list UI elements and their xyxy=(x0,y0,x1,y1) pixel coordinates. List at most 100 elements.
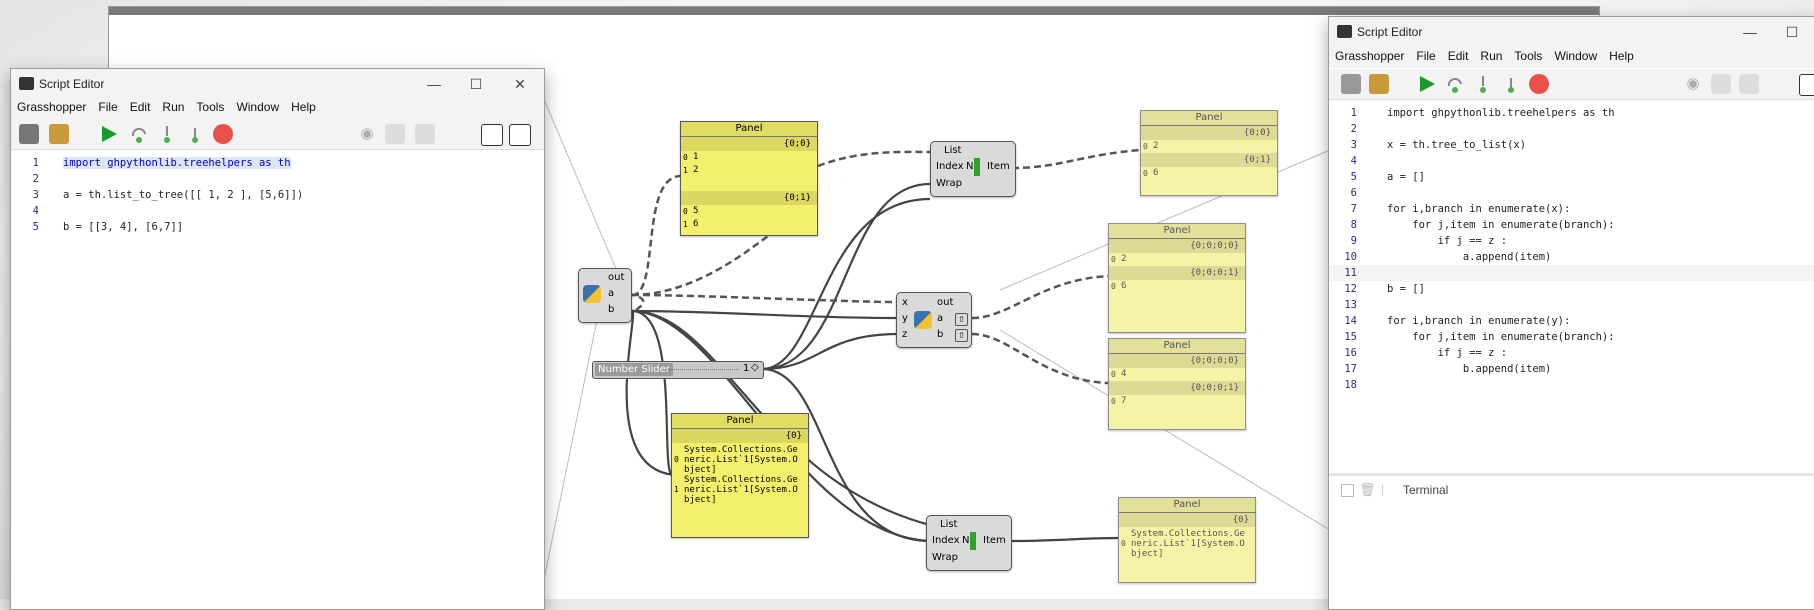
code-line: a = th.list_to_tree([[ 1, 2 ], [5,6]]) xyxy=(63,189,304,201)
code-editor[interactable]: 1 import ghpythonlib.treehelpers as th 2… xyxy=(1329,101,1814,473)
step-out-icon[interactable] xyxy=(1501,74,1521,94)
slider-track[interactable] xyxy=(669,369,739,370)
menu-grasshopper[interactable]: Grasshopper xyxy=(1335,49,1405,63)
python-component-1[interactable]: out a b xyxy=(578,268,632,323)
input-label: Index xyxy=(936,161,964,172)
panel-path: {0;0;0;1} xyxy=(1109,381,1245,395)
toggle-terminal-icon[interactable] xyxy=(509,124,531,146)
line-number: 5 xyxy=(32,221,39,233)
package-icon[interactable] xyxy=(1369,74,1389,94)
code-line: for j,item in enumerate(branch): xyxy=(1387,331,1615,343)
stop-icon[interactable] xyxy=(1529,74,1549,94)
menu-run[interactable]: Run xyxy=(162,100,185,114)
step-into-icon[interactable] xyxy=(1473,74,1493,94)
output-label: a xyxy=(937,313,944,324)
menu-grasshopper[interactable]: Grasshopper xyxy=(17,100,87,114)
panel-title: Panel xyxy=(1109,224,1245,239)
titlebar[interactable]: Script Editor — ☐ xyxy=(1329,17,1814,47)
trash-icon[interactable]: 🗑 xyxy=(1359,482,1376,497)
panel-item-value: System.Collections.Generic.List`1[System… xyxy=(684,445,798,475)
list-item-component-2[interactable]: List Index Wrap N Item xyxy=(926,515,1012,571)
line-number: 3 xyxy=(1350,139,1357,151)
titlebar[interactable]: Script Editor — ☐ ✕ xyxy=(11,69,544,99)
panel-title: Panel xyxy=(672,414,808,429)
menu-file[interactable]: File xyxy=(1416,49,1436,63)
maximize-icon[interactable]: ☐ xyxy=(1785,24,1799,40)
python-logo-icon xyxy=(583,285,601,303)
rhino-app-icon xyxy=(19,77,34,90)
breakpoints-icon[interactable] xyxy=(1711,74,1731,94)
stop-icon[interactable] xyxy=(213,124,233,144)
package-icon[interactable] xyxy=(49,124,69,144)
run-icon[interactable] xyxy=(99,124,119,144)
code-editor[interactable]: 1 import ghpythonlib.treehelpers as th 2… xyxy=(11,151,544,609)
save-icon[interactable] xyxy=(19,124,39,144)
watch-icon[interactable]: ◉ xyxy=(360,125,374,142)
output-label: a xyxy=(608,288,615,299)
panel-path: {0;0} xyxy=(1141,126,1277,140)
menu-tools[interactable]: Tools xyxy=(196,100,225,114)
menu-help[interactable]: Help xyxy=(1609,49,1634,63)
minimize-icon[interactable]: — xyxy=(427,76,441,92)
watch-icon[interactable]: ◉ xyxy=(1686,75,1700,92)
output-label: out xyxy=(937,297,954,308)
menu-tools[interactable]: Tools xyxy=(1514,49,1543,63)
step-over-icon[interactable] xyxy=(1445,74,1465,94)
panel-item-index: 0 xyxy=(1121,539,1126,548)
slider-knob-icon[interactable]: ◇ xyxy=(751,362,759,373)
panel-path: {0;0} xyxy=(681,137,817,151)
collapse-panel-icon[interactable] xyxy=(1799,74,1814,96)
line-number: 1 xyxy=(32,157,39,169)
input-label: Wrap xyxy=(932,552,959,563)
menu-edit[interactable]: Edit xyxy=(129,100,151,114)
minimize-icon[interactable]: — xyxy=(1743,24,1757,40)
menu-run[interactable]: Run xyxy=(1480,49,1503,63)
code-line: for i,branch in enumerate(y): xyxy=(1387,315,1571,327)
line-number: 9 xyxy=(1350,235,1357,247)
line-number: 18 xyxy=(1344,379,1357,391)
step-out-icon[interactable] xyxy=(185,124,205,144)
terminal-panel[interactable]: 🗑 | Terminal xyxy=(1329,473,1814,609)
clear-icon[interactable] xyxy=(1739,74,1759,94)
list-item-component-1[interactable]: List Index Wrap N Item xyxy=(930,141,1016,197)
menu-edit[interactable]: Edit xyxy=(1447,49,1469,63)
panel-title: Panel xyxy=(1119,498,1255,513)
menu-help[interactable]: Help xyxy=(291,100,316,114)
input-label: y xyxy=(902,313,908,324)
step-into-icon[interactable] xyxy=(157,124,177,144)
number-slider[interactable]: Number Slider 1 ◇ xyxy=(592,361,764,379)
menu-window[interactable]: Window xyxy=(236,100,280,114)
code-line: if j == z : xyxy=(1387,347,1508,359)
line-number: 16 xyxy=(1344,347,1357,359)
toolbar: ◉ xyxy=(11,119,544,150)
step-over-icon[interactable] xyxy=(129,124,149,144)
close-icon[interactable]: ✕ xyxy=(514,76,526,92)
collapse-panel-icon[interactable] xyxy=(481,124,503,146)
component-title: List xyxy=(944,145,962,156)
script-editor-right[interactable]: Script Editor — ☐ Grasshopper File Edit Run… xyxy=(1328,16,1814,610)
graft-arrow-icon[interactable]: ⇧ xyxy=(955,329,968,342)
graft-arrow-icon[interactable]: ⇧ xyxy=(955,313,968,326)
menu-window[interactable]: Window xyxy=(1554,49,1598,63)
copy-icon[interactable] xyxy=(1341,484,1354,497)
clear-icon[interactable] xyxy=(415,124,435,144)
panel-item-value: System.Collections.Generic.List`1[System… xyxy=(1131,529,1245,559)
rhino-app-icon xyxy=(1337,25,1352,38)
script-editor-left[interactable]: Script Editor — ☐ ✕ Grasshopper File Edit R… xyxy=(10,68,545,610)
menu-file[interactable]: File xyxy=(98,100,118,114)
save-icon[interactable] xyxy=(1341,74,1361,94)
breakpoints-icon[interactable] xyxy=(385,124,405,144)
maximize-icon[interactable]: ☐ xyxy=(469,76,483,92)
line-number: 2 xyxy=(1350,123,1357,135)
panel-item-value: 6 xyxy=(1153,168,1159,178)
run-icon[interactable] xyxy=(1417,74,1437,94)
python-component-2[interactable]: x y z out a b ⇧ ⇧ xyxy=(896,292,972,348)
panel-path: {0;0;0;0} xyxy=(1109,354,1245,368)
